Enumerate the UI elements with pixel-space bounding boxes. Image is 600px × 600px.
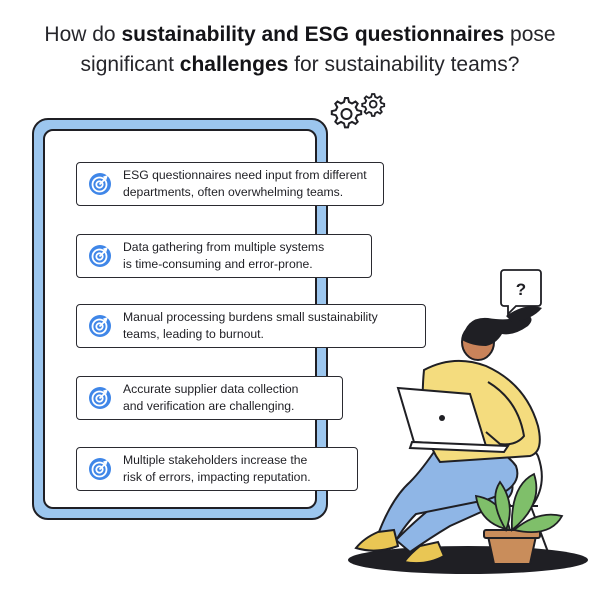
target-icon (77, 243, 123, 269)
gears-icon (330, 93, 386, 129)
title-line-2: significant challenges for sustainabilit… (80, 53, 520, 76)
plant-pot (486, 535, 538, 565)
challenge-card: ESG questionnaires need input from diffe… (76, 162, 384, 206)
shoe (354, 528, 400, 552)
target-icon (77, 171, 123, 197)
gear-icon (361, 93, 386, 117)
speech-bubble: ? (500, 269, 542, 316)
challenge-card: Manual processing burdens small sustaina… (76, 304, 426, 348)
target-icon (77, 385, 123, 411)
title-line-1: How do sustainability and ESG questionna… (44, 23, 556, 46)
challenge-text: ESG questionnaires need input from diffe… (123, 168, 367, 199)
person-illustration (348, 306, 588, 574)
target-icon (77, 313, 123, 339)
gear-icon (330, 97, 363, 129)
plant-leaves (474, 472, 564, 534)
page-title: How do sustainability and ESG questionna… (20, 20, 580, 80)
target-icon (77, 456, 123, 482)
shoe (402, 540, 446, 565)
hair (462, 314, 532, 346)
question-mark-icon: ? (516, 280, 526, 299)
laptop-base (408, 440, 510, 454)
camera-dot (439, 415, 445, 421)
ponytail (506, 306, 542, 322)
challenge-text: Manual processing burdens small sustaina… (123, 310, 378, 341)
arm (485, 381, 526, 446)
